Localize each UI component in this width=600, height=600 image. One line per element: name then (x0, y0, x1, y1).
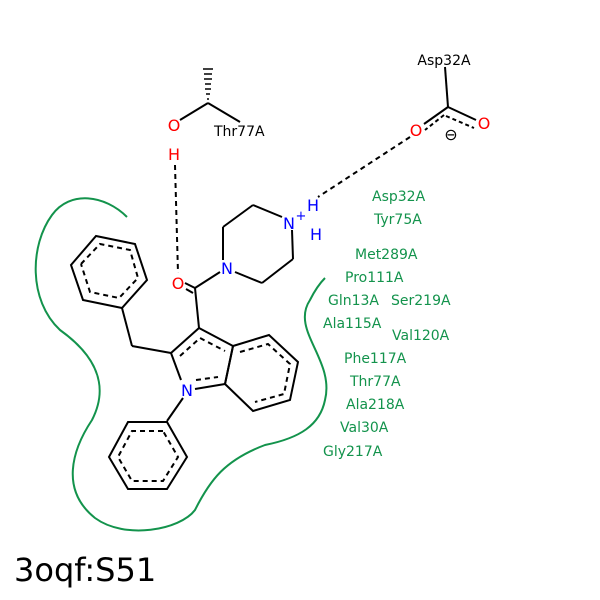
contact-residue: Val30A (340, 420, 389, 436)
ammonium-hydrogen-atom: H (307, 196, 319, 215)
hydrophobic-contour-left (34, 197, 328, 532)
stereo-hash-bond (203, 68, 213, 100)
residue-label-asp32a: Asp32A (417, 53, 471, 69)
negative-charge: ⊖ (444, 125, 457, 144)
asp-oxygen-atom: O (410, 121, 423, 140)
contact-residue-list: Asp32A Tyr75A Met289A Pro111A Gln13A Ser… (323, 189, 451, 460)
indole-nitrogen-atom: N (181, 381, 193, 400)
contact-residue: Phe117A (344, 351, 407, 367)
contact-residue: Pro111A (345, 270, 404, 286)
piperazine-nitrogen-plus-atom: N (283, 214, 295, 233)
piperazine-nitrogen-atom: N (221, 259, 233, 278)
hbond-thr77a (174, 164, 179, 274)
asp-oxygen-atom: O (478, 114, 491, 133)
positive-charge: + (296, 209, 307, 224)
contact-residue: Ala218A (346, 397, 405, 413)
contact-residue: Ser219A (391, 293, 451, 309)
thr-oxygen-atom: O (168, 116, 181, 135)
contact-residue: Ala115A (323, 316, 382, 332)
contact-residue: Tyr75A (373, 212, 422, 228)
ligand-bonds (69, 66, 477, 490)
hbond-asp32a (317, 136, 411, 198)
contact-residue: Gln13A (328, 293, 379, 309)
ammonium-hydrogen-atom: H (310, 225, 322, 244)
diagram-title: 3oqf:S51 (14, 551, 157, 589)
contact-residue: Thr77A (349, 374, 401, 390)
carbonyl-oxygen-atom: O (172, 274, 185, 293)
thr-hydrogen-atom: H (168, 145, 180, 164)
residue-label-thr77a: Thr77A (213, 124, 265, 140)
contact-residue: Gly217A (323, 444, 383, 460)
contact-residue: Met289A (355, 247, 418, 263)
contact-residue: Asp32A (372, 189, 426, 205)
contact-residue: Val120A (392, 328, 450, 344)
